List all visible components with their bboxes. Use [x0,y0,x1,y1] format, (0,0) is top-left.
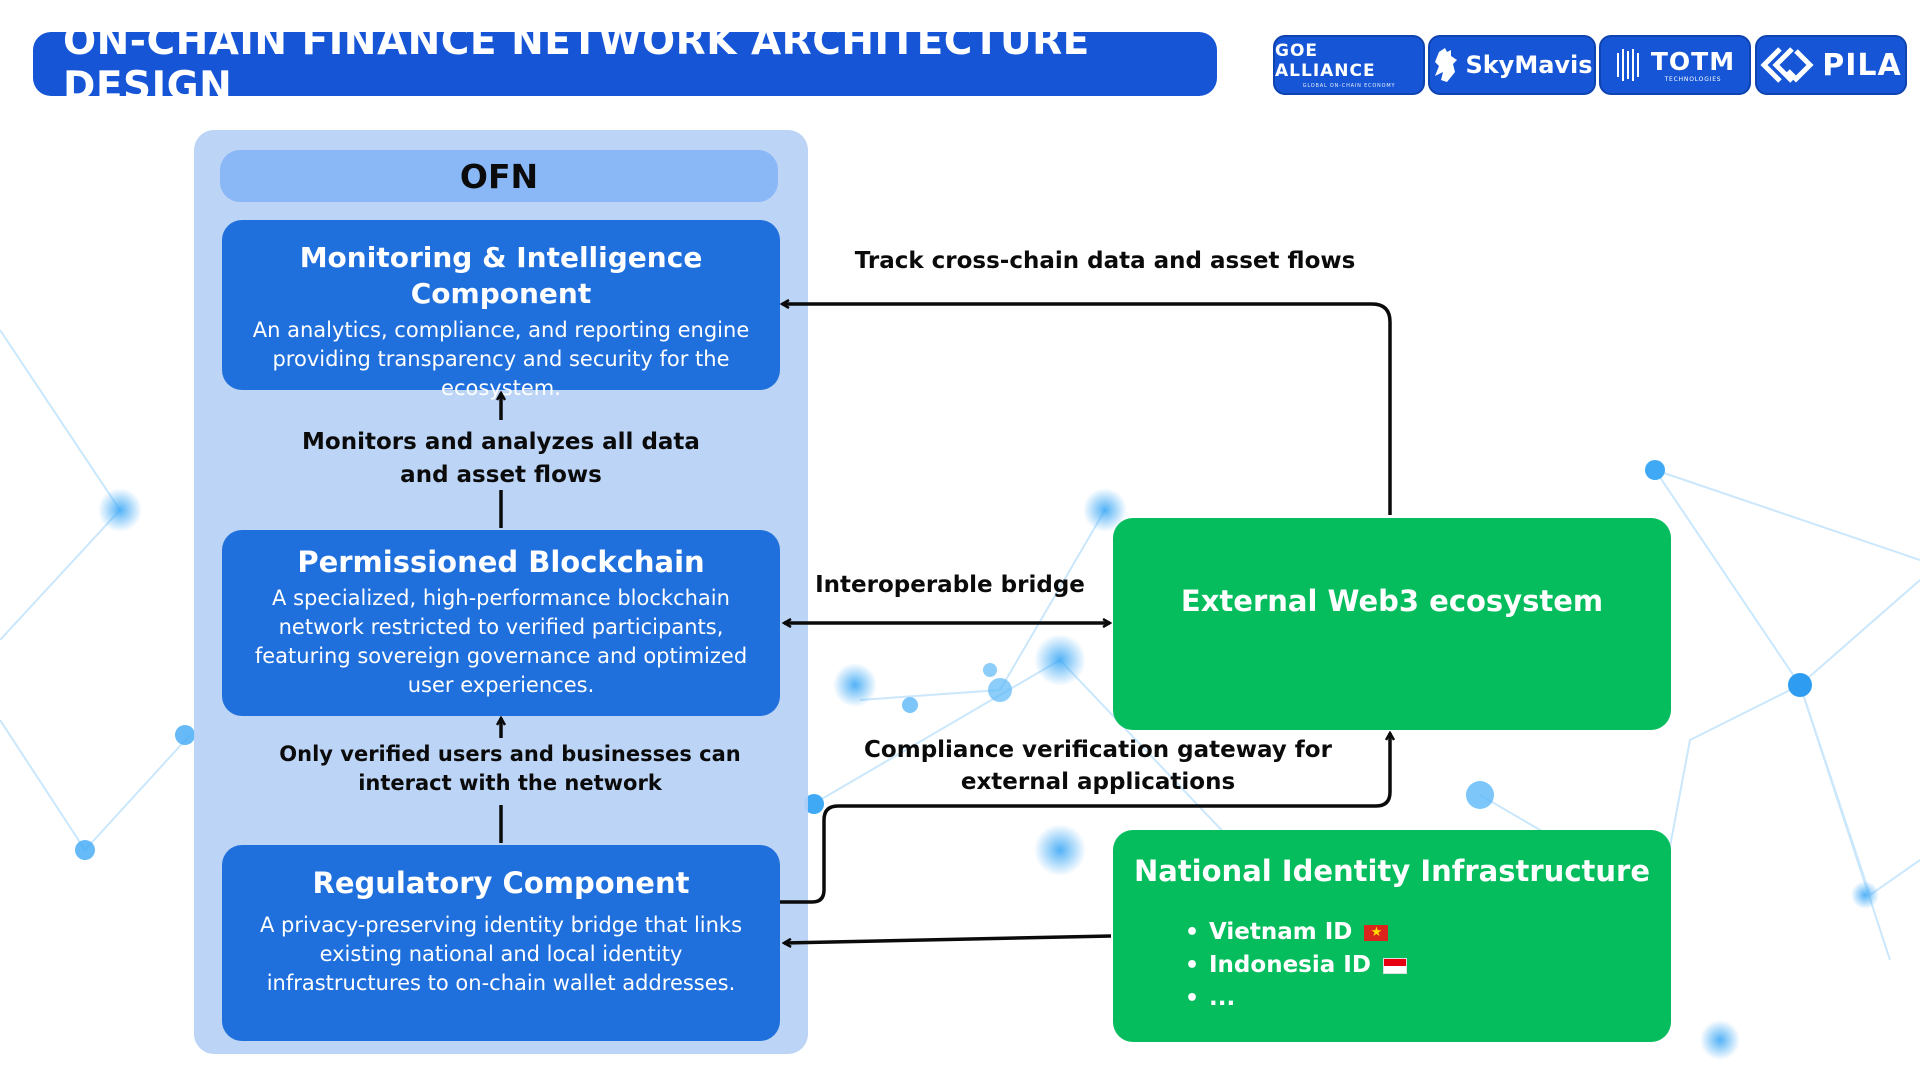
external-web3-box: External Web3 ecosystem [1113,518,1671,730]
regulatory-title: Regulatory Component [312,866,690,900]
identity-item-label: Indonesia ID [1209,952,1371,978]
pila-logo-text: PILA [1822,47,1902,83]
monitoring-description: An analytics, compliance, and reporting … [252,318,750,400]
label-verified-users: Only verified users and businesses can i… [279,742,741,795]
label-interoperable-bridge: Interoperable bridge [815,572,1085,598]
permissioned-blockchain-component: Permissioned Blockchain A specialized, h… [222,530,780,716]
national-identity-box: National Identity Infrastructure Vietnam… [1113,830,1671,1042]
goe-logo-subtext: GLOBAL ON-CHAIN ECONOMY [1302,83,1396,89]
page-title: ON-CHAIN FINANCE NETWORK ARCHITECTURE DE… [63,19,1090,109]
skymavis-logo-text: SkyMavis [1465,51,1593,79]
regulatory-description: A privacy-preserving identity bridge tha… [259,913,743,995]
goe-logo-text: GOE ALLIANCE [1275,41,1376,81]
list-item: ... [1185,982,1671,1015]
pila-logo: PILA [1755,35,1907,95]
blockchain-title: Permissioned Blockchain [297,545,705,579]
totm-logo-text: TOTM [1650,47,1736,76]
blockchain-description: A specialized, high-performance blockcha… [254,586,748,697]
identity-list: Vietnam ID ★ Indonesia ID ... [1113,916,1671,1015]
totm-logo: TOTM TECHNOLOGIES [1599,35,1751,95]
goe-alliance-logo: GOE ALLIANCE GLOBAL ON-CHAIN ECONOMY [1273,35,1425,95]
identity-item-label: Vietnam ID [1209,919,1353,945]
regulatory-component: Regulatory Component A privacy-preservin… [222,845,780,1041]
list-item: Indonesia ID [1185,949,1671,982]
ofn-header: OFN [220,150,778,202]
label-compliance-gateway: Compliance verification gateway for exte… [864,737,1332,795]
label-track-cross-chain: Track cross-chain data and asset flows [854,248,1356,274]
totm-logo-subtext: TECHNOLOGIES [1664,76,1722,83]
totm-mark-icon [1616,49,1639,81]
list-item: Vietnam ID ★ [1185,916,1671,949]
skymavis-mark-icon [1435,48,1458,82]
national-identity-title: National Identity Infrastructure [1133,854,1650,888]
web3-title: External Web3 ecosystem [1180,584,1604,618]
title-banner: ON-CHAIN FINANCE NETWORK ARCHITECTURE DE… [33,19,1217,109]
skymavis-logo: SkyMavis [1428,35,1596,95]
label-monitors-flows: Monitors and analyzes all data and asset… [302,429,700,488]
pila-mark-icon [1760,47,1814,83]
identity-item-label: ... [1209,985,1236,1011]
monitoring-title: Monitoring & Intelligence Component [299,241,703,310]
vietnam-flag-icon: ★ [1364,924,1389,941]
indonesia-flag-icon [1382,957,1407,974]
monitoring-component: Monitoring & Intelligence Component An a… [222,220,780,400]
